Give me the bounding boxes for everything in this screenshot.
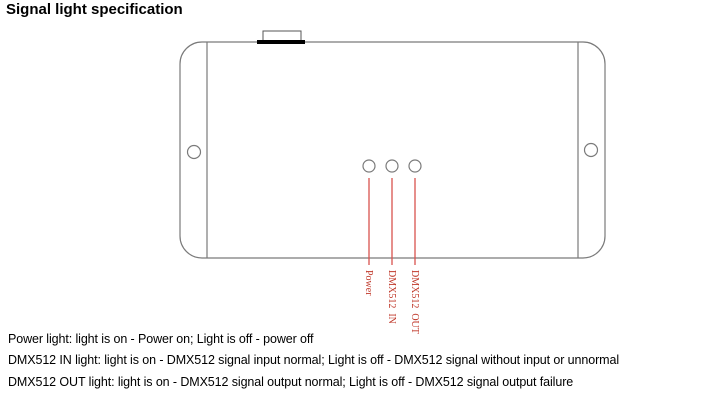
dmx512-out-light-description: DMX512 OUT light: light is on - DMX512 s… bbox=[8, 375, 574, 389]
mounting-hole-right bbox=[583, 142, 599, 158]
dmx512-in-light-description: DMX512 IN light: light is on - DMX512 si… bbox=[8, 353, 619, 367]
top-connector bbox=[257, 30, 305, 44]
page-title: Signal light specification bbox=[6, 1, 183, 18]
dmx512-in-led bbox=[385, 159, 399, 173]
power-light-description: Power light: light is on - Power on; Lig… bbox=[8, 332, 314, 346]
dmx512-in-led-label: DMX512 IN bbox=[386, 270, 397, 324]
power-led bbox=[362, 159, 376, 173]
mounting-hole-left bbox=[186, 144, 202, 160]
dmx512-out-led bbox=[408, 159, 422, 173]
power-led-label: Power bbox=[363, 270, 374, 296]
dmx512-out-led-label: DMX512 OUT bbox=[409, 270, 420, 334]
device-body bbox=[179, 41, 606, 259]
